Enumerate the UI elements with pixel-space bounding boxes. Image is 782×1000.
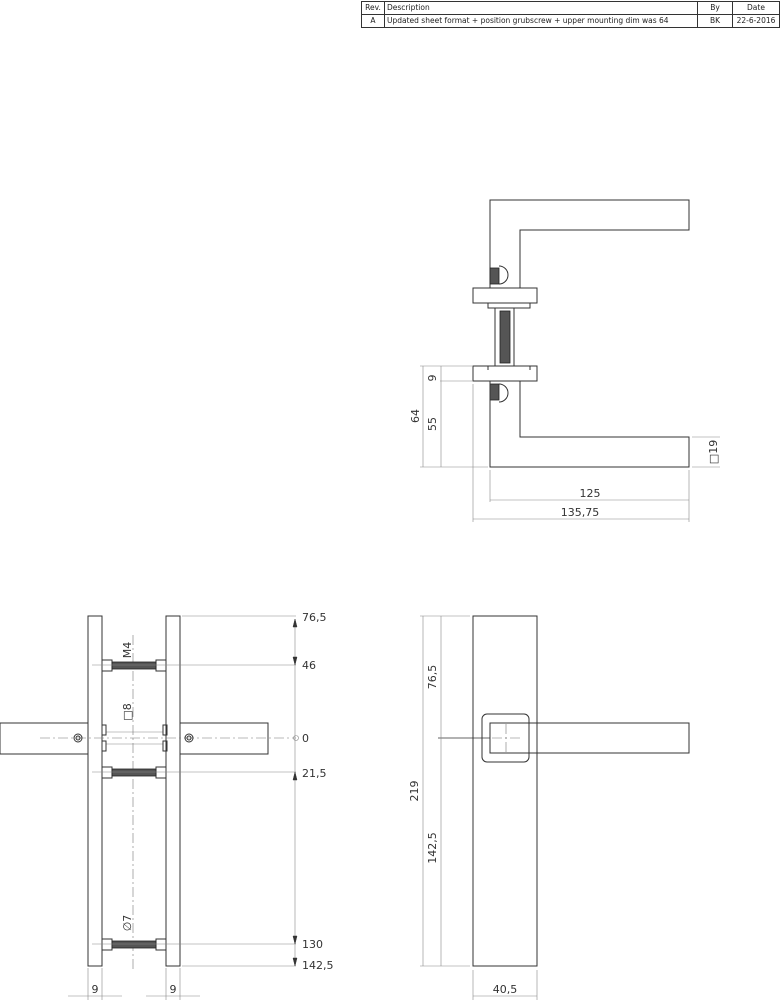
date-value: 22-6-2016 xyxy=(732,14,780,28)
screw-upper xyxy=(101,659,167,672)
dim-thread: M4 xyxy=(121,642,134,659)
spindle xyxy=(499,310,511,364)
dim-screw-bottom: 130 xyxy=(302,938,323,951)
dim-screw-upper: 46 xyxy=(302,659,316,672)
dim-bore: ∅7 xyxy=(121,915,134,932)
dim-lever-length: 125 xyxy=(580,487,601,500)
backplate xyxy=(472,615,538,967)
dim-bottom: 142,5 xyxy=(302,959,334,972)
dim-upper: 76,5 xyxy=(426,665,439,690)
plate-right xyxy=(165,615,181,967)
dim-plate-right: 9 xyxy=(170,983,177,996)
rose-lower xyxy=(472,365,538,382)
dim-plate-left: 9 xyxy=(92,983,99,996)
rose-upper xyxy=(472,287,538,304)
dim-width: 40,5 xyxy=(493,983,518,996)
revision-table: Rev. Description By Date A Updated sheet… xyxy=(361,1,780,28)
dim-handle-height: 55 xyxy=(426,417,439,431)
rev-value: A xyxy=(361,14,385,28)
dim-screw-lower: 21,5 xyxy=(302,767,327,780)
description-value: Updated sheet format + position grubscre… xyxy=(384,14,698,28)
dim-center: 0 xyxy=(302,732,309,745)
dim-rose-thickness: 9 xyxy=(426,375,439,382)
dim-top: 76,5 xyxy=(302,611,327,624)
handle-right xyxy=(179,722,269,755)
screw-lower xyxy=(101,938,167,951)
front-view: 76,5 219 142,5 40,5 xyxy=(408,615,690,1000)
dim-overall-length: 135,75 xyxy=(561,506,600,519)
revision-row: A Updated sheet format + position grubsc… xyxy=(361,14,780,28)
dim-section: □19 xyxy=(707,440,720,464)
side-view: 9 55 64 □19 125 135,75 xyxy=(409,199,720,522)
dim-overall-height: 64 xyxy=(409,409,422,423)
grubscrew-lower xyxy=(489,383,509,403)
section-view: 76,5 46 0 21,5 130 142,5 M4 □8 ∅7 9 9 xyxy=(0,611,334,1000)
dim-spindle: □8 xyxy=(121,703,134,720)
dim-lower: 142,5 xyxy=(426,832,439,864)
plate-left xyxy=(87,615,103,967)
screw-middle xyxy=(101,766,167,779)
grubscrew-upper xyxy=(489,265,509,285)
dim-total: 219 xyxy=(408,781,421,802)
handle-left xyxy=(0,722,89,755)
